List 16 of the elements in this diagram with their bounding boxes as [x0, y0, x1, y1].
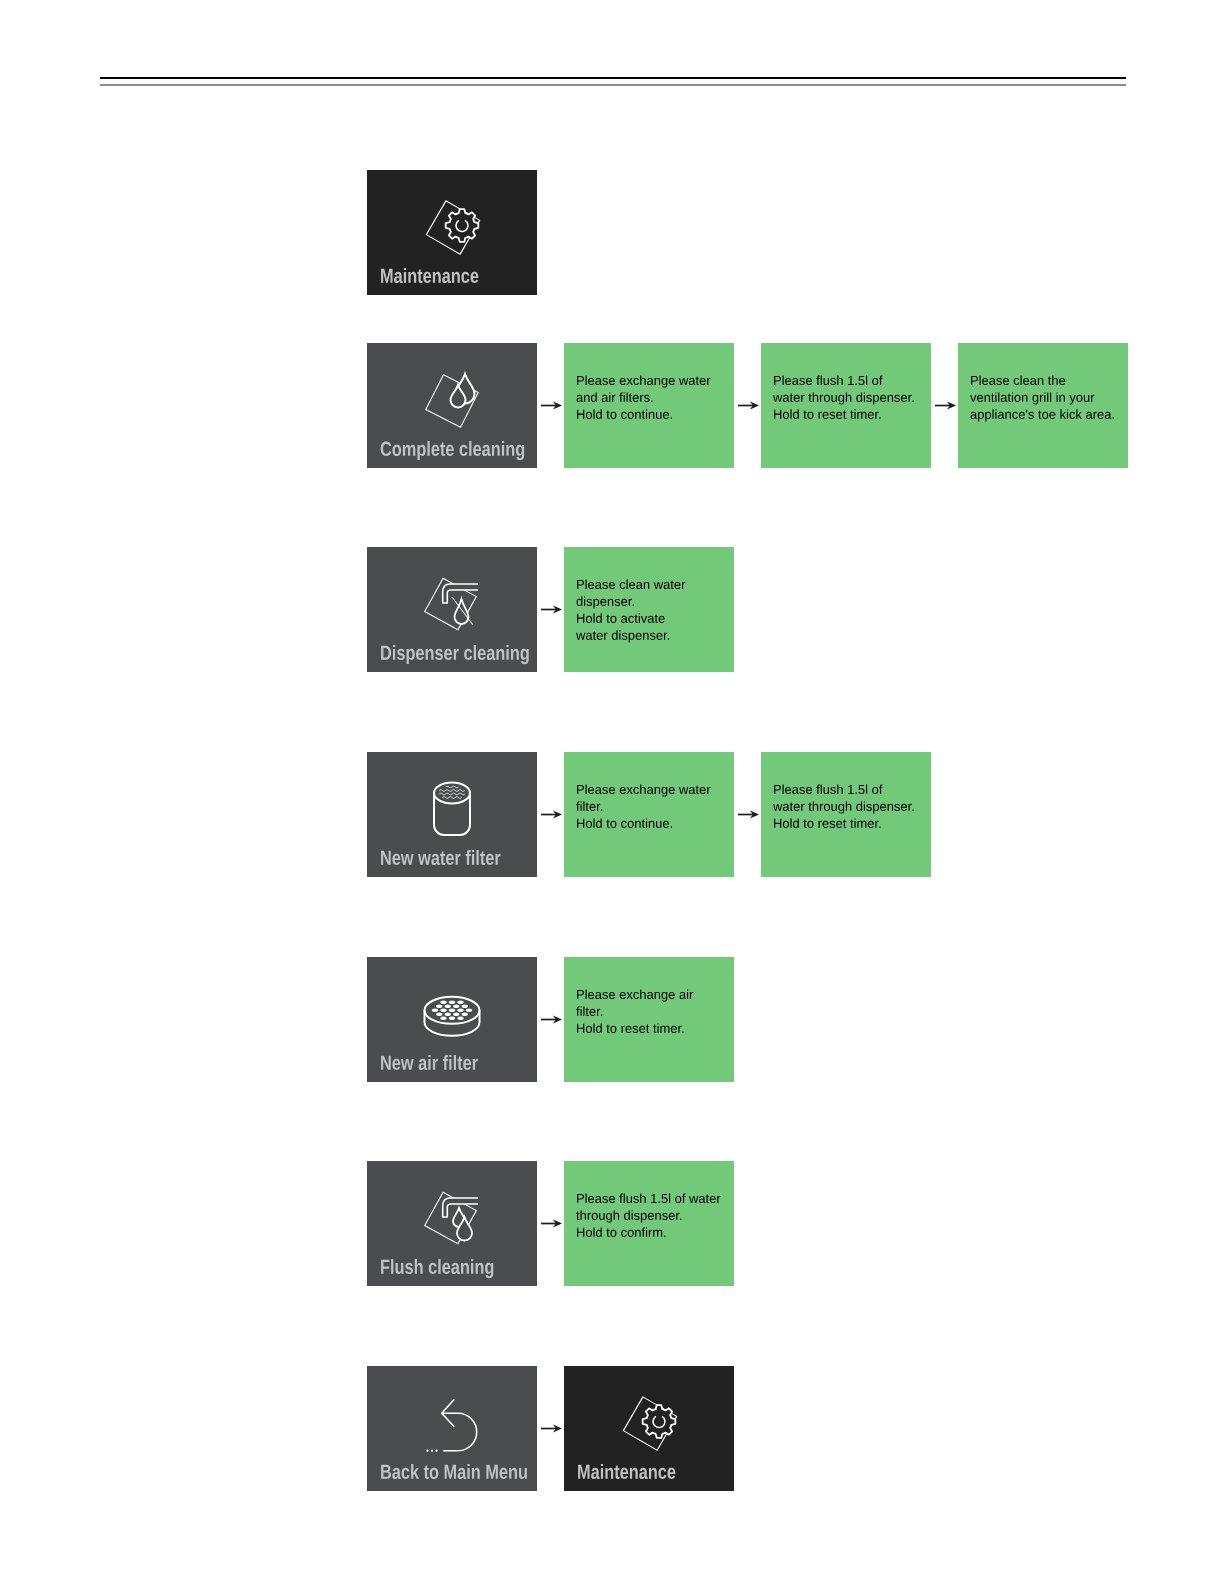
- menu-tile: Complete cleaning: [367, 343, 537, 468]
- menu-tile: Back to Main Menu: [367, 1366, 537, 1491]
- message-box: Please exchange water and air filters. Hold to continue.: [564, 343, 734, 468]
- message-box: Please flush 1.5l of water through dispenser. Hold to reset timer.: [761, 752, 931, 877]
- message-box: Please clean the ventilation grill in your appliance's toe kick area.: [958, 343, 1128, 468]
- menu-tile: New air filter: [367, 957, 537, 1082]
- menu-tile: New water filter: [367, 752, 537, 877]
- message-box: Please clean water dispenser. Hold to activate water dispenser.: [564, 547, 734, 672]
- menu-tile: Dispenser cleaning: [367, 547, 537, 672]
- menu-tile: Maintenance: [564, 1366, 734, 1491]
- message-box: Please exchange air filter. Hold to reset timer.: [564, 957, 734, 1082]
- message-box: Please flush 1.5l of water through dispenser. Hold to reset timer.: [761, 343, 931, 468]
- menu-tile: Flush cleaning: [367, 1161, 537, 1286]
- message-box: Please flush 1.5l of water through dispenser. Hold to confirm.: [564, 1161, 734, 1286]
- menu-tile: Maintenance: [367, 170, 537, 295]
- message-box: Please exchange water filter. Hold to continue.: [564, 752, 734, 877]
